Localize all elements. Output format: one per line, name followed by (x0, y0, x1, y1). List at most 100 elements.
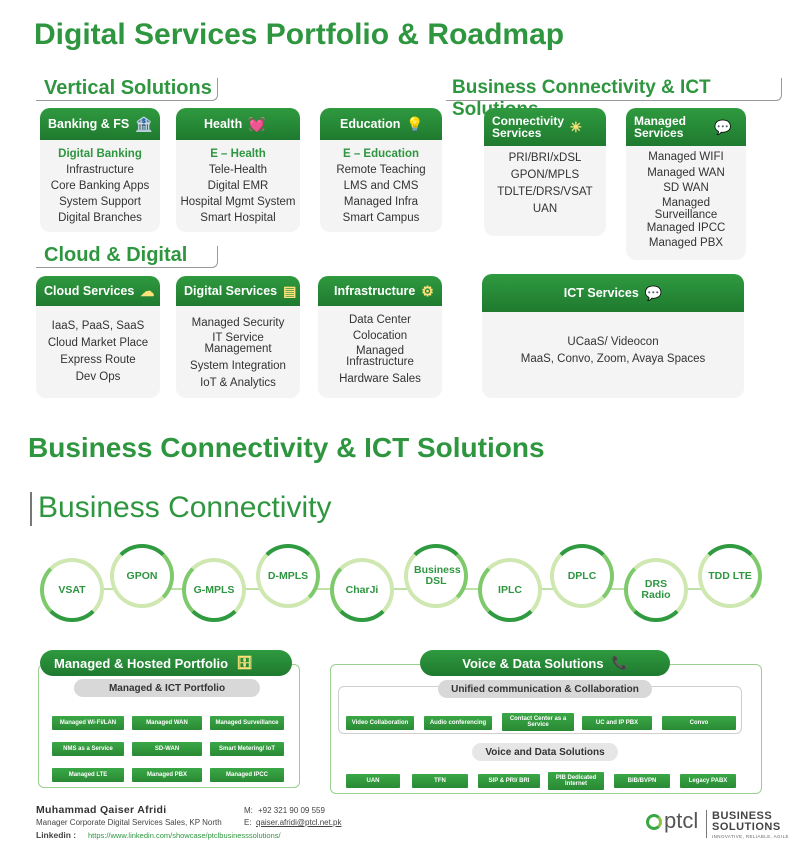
card-connectivity: Connectivity Services ✳ PRI/BRI/xDSL GPO… (484, 108, 606, 236)
line: Hardware Sales (339, 373, 421, 385)
network-icon: ✳ (570, 119, 582, 135)
chip-sip-pri: SIP & PRI/ BRI (478, 774, 540, 788)
footer-mobile: +92 321 90 09 559 (258, 806, 325, 815)
managed-head: Managed & Hosted Portfolio🗄 (40, 650, 292, 676)
line: Digital EMR (207, 180, 269, 192)
line: Surveillance (654, 208, 718, 221)
card-head-label: Services (634, 126, 684, 140)
bubble-charji: CharJi (330, 558, 394, 622)
bubble-dmpls: D-MPLS (256, 544, 320, 608)
chip-managed-lte: Managed LTE (52, 768, 124, 782)
bubble-drs-radio: DRS Radio (624, 558, 688, 622)
line: Managed (662, 196, 710, 209)
line: Hospital Mgmt System (180, 196, 296, 208)
card-banking: Banking & FS🏦 Digital Banking Infrastruc… (40, 108, 160, 232)
line: Colocation (352, 330, 408, 342)
cloud-underline (36, 246, 218, 268)
line: System Integration (190, 360, 286, 372)
vd-sub: Voice and Data Solutions (472, 743, 618, 761)
line: Managed WIFI (648, 151, 724, 163)
bubble-iplc: IPLC (478, 558, 542, 622)
line: Managed Infra (343, 196, 419, 208)
card-health: Health💓 E – Health Tele-Health Digital E… (176, 108, 300, 232)
card-head-label: Cloud Services (44, 284, 135, 298)
bubble-label: IPLC (498, 583, 522, 596)
vertical-underline (36, 78, 218, 101)
footer-name: Muhammad Qaiser Afridi (36, 804, 167, 816)
line: TDLTE/DRS/VSAT (497, 186, 593, 198)
line: Tele-Health (208, 164, 268, 176)
line: E – Health (210, 148, 266, 160)
footer-linkedin-label: Linkedin : (36, 830, 77, 840)
chip-managed-ipcc: Managed IPCC (210, 768, 284, 782)
line: Managed WAN (647, 166, 725, 179)
managed-title: Managed & Hosted Portfolio (54, 655, 229, 671)
bc-title-bar (30, 492, 32, 526)
chip-pib-dedicated: PIB Dedicated Internet (548, 772, 604, 790)
card-infrastructure: Infrastructure ⚙ Data Center Colocation M… (318, 276, 442, 398)
vertical-title: Vertical Solutions (44, 77, 212, 99)
voice-title: Voice & Data Solutions (462, 655, 604, 671)
bubble-label: Business DSL (414, 564, 461, 587)
chip-tfn: TFN (412, 774, 468, 788)
line: Infrastructure (66, 164, 134, 176)
phone-icon: 📞 (611, 655, 628, 670)
chip-convo: Convo (662, 716, 736, 730)
card-head-label: Services (492, 126, 542, 140)
logo-divider (706, 810, 707, 838)
line: Data Center (348, 314, 411, 326)
monitor-bulb-icon: 💡 (406, 115, 424, 132)
line: Core Banking Apps (50, 180, 150, 192)
chip-managed-wan: Managed WAN (132, 716, 202, 730)
bc-title: Business Connectivity (38, 491, 332, 524)
line: E – Education (342, 148, 420, 160)
chip-uan: UAN (346, 774, 400, 788)
footer-email[interactable]: qaiser.afridi@ptcl.net.pk (256, 818, 342, 827)
bubble-label: CharJi (345, 583, 379, 596)
card-managed-services: Managed Services 💬 Managed WIFI Managed … (626, 108, 746, 260)
card-cloud: Cloud Services☁ IaaS, PaaS, SaaS Cloud M… (36, 276, 160, 398)
line: System Support (59, 196, 141, 208)
bubble-label: GPON (126, 569, 158, 582)
brand-line2: SOLUTIONS (712, 821, 781, 833)
line: LMS and CMS (343, 180, 419, 192)
line: Managed PBX (648, 237, 724, 249)
chat-icon: 💬 (714, 119, 732, 135)
chip-nms: NMS as a Service (52, 742, 124, 756)
line: Management (204, 343, 272, 355)
bci-underline (446, 78, 782, 101)
line: Digital Banking (58, 148, 142, 160)
line: Digital Branches (58, 212, 142, 224)
bubble-label: D-MPLS (267, 569, 309, 582)
line: IoT & Analytics (200, 377, 276, 389)
bubble-vsat: VSAT (40, 558, 104, 622)
chip-smart-metering: Smart Metering/ IoT (210, 742, 284, 756)
gear-icon: ⚙ (421, 282, 434, 299)
ptcl-logo-icon (646, 814, 662, 830)
ptcl-logo-text: ptcl (664, 808, 699, 833)
bubble-business-dsl: Business DSL (404, 544, 468, 608)
line: Managed Security (191, 317, 285, 329)
page-title: Digital Services Portfolio & Roadmap (34, 18, 565, 51)
section2-title: Business Connectivity & ICT Solutions (28, 432, 545, 463)
chip-contact-center: Contact Center as a Service (502, 713, 574, 731)
line: UAN (532, 203, 558, 215)
card-education: Education💡 E – Education Remote Teaching… (320, 108, 442, 232)
chat-icon: 💬 (644, 284, 663, 301)
chip-legacy-pabx: Legacy PABX (680, 774, 736, 788)
line: GPON/MPLS (510, 169, 580, 181)
bubble-tdd-lte: TDD LTE (698, 544, 762, 608)
chip-uc-ip-pbx: UC and IP PBX (582, 716, 652, 730)
footer-linkedin-link[interactable]: https://www.linkedin.com/showcase/ptclbu… (88, 831, 281, 840)
line: IT Service (212, 332, 264, 344)
chip-video-collab: Video Collaboration (346, 716, 414, 730)
line: Managed (356, 345, 404, 357)
cloud-icon: ☁ (140, 282, 155, 299)
card-head-label: Infrastructure (334, 284, 416, 298)
voice-head: Voice & Data Solutions 📞 (420, 650, 670, 676)
bubble-label: VSAT (58, 583, 86, 596)
card-head-label: Managed (634, 114, 687, 128)
card-head-label: Health (204, 117, 243, 131)
line: Remote Teaching (336, 164, 426, 176)
footer-mobile-label: M: (244, 806, 253, 815)
